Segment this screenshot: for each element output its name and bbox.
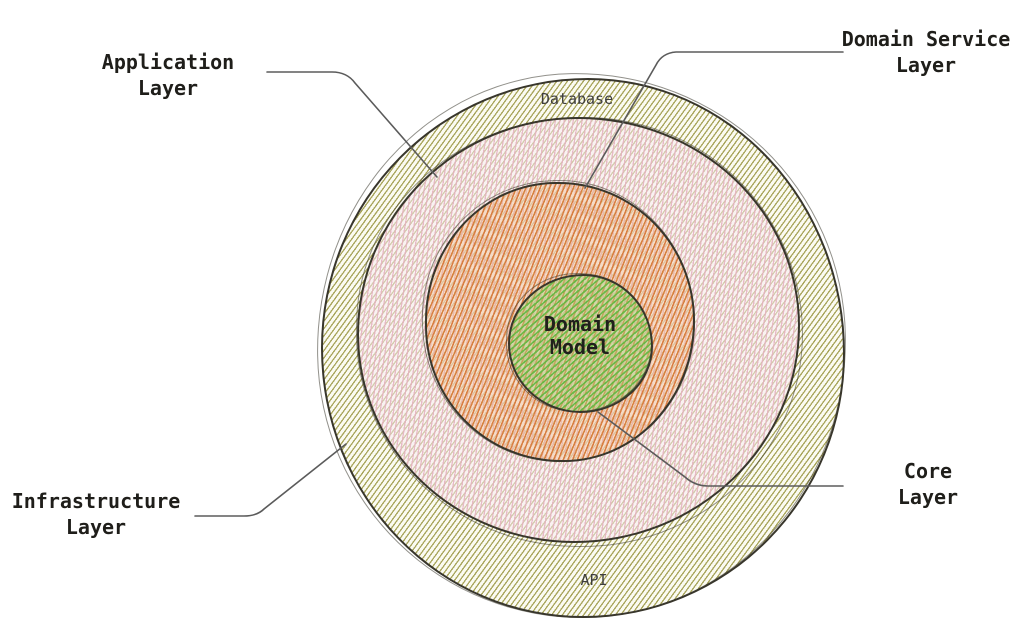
domain-model-line2: Model bbox=[549, 335, 611, 359]
core-circle bbox=[508, 274, 653, 413]
domain-model-line1: Domain bbox=[543, 312, 617, 336]
infrastructure-layer-callout: Infrastructure Layer bbox=[12, 488, 181, 540]
domain-service-callout-line2: Layer bbox=[895, 53, 957, 77]
infrastructure-leader-line bbox=[194, 443, 347, 517]
application-callout-line1: Application bbox=[101, 50, 235, 74]
application-layer-callout: Application Layer bbox=[102, 49, 234, 101]
domain-service-callout-line1: Domain Service bbox=[841, 27, 1011, 51]
core-callout-line2: Layer bbox=[897, 485, 959, 509]
core-layer-callout: Core Layer bbox=[898, 458, 958, 510]
infrastructure-callout-line2: Layer bbox=[65, 515, 127, 539]
infrastructure-callout-line1: Infrastructure bbox=[11, 489, 181, 513]
domain-service-layer-callout: Domain Service Layer bbox=[842, 26, 1011, 78]
domain-model-label: Domain Model bbox=[544, 313, 616, 359]
core-callout-line1: Core bbox=[903, 459, 953, 483]
api-label: API bbox=[580, 571, 608, 589]
database-label: Database bbox=[540, 90, 614, 108]
application-callout-line2: Layer bbox=[137, 76, 199, 100]
